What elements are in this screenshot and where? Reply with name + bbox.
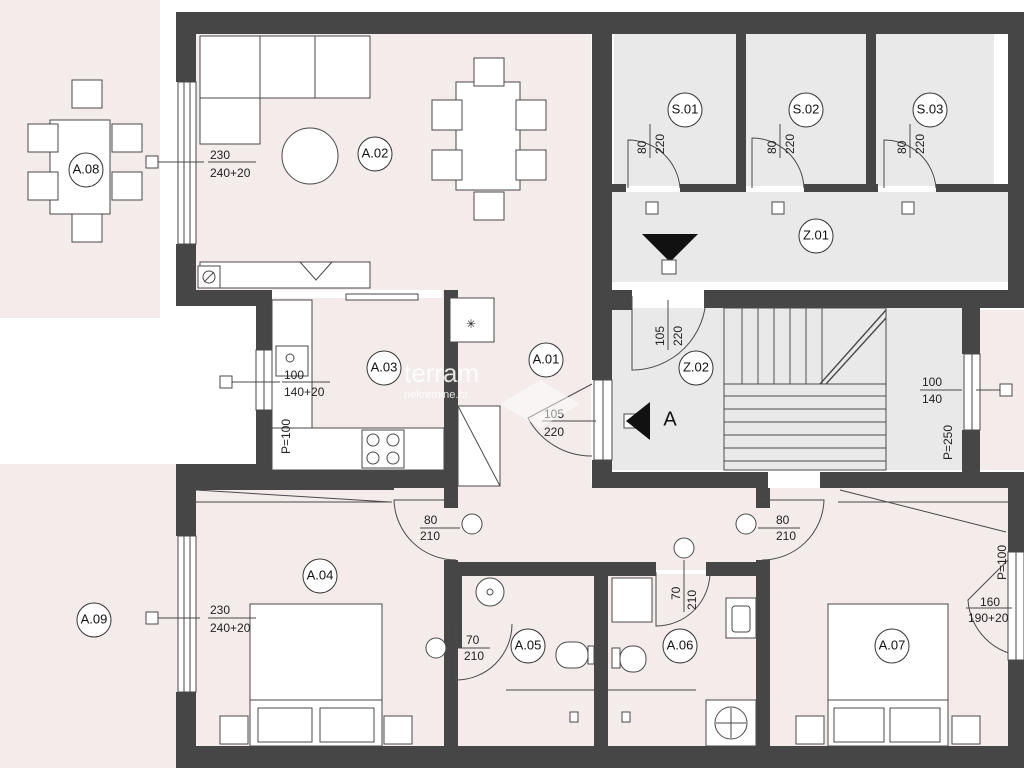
dimensions: 230 240+20 100 140+20 P=100 105 220 105 … xyxy=(208,124,1012,663)
dim-stair-sill: P=250 xyxy=(941,425,955,460)
svg-text:Z.02: Z.02 xyxy=(683,359,709,374)
watermark: terram nekretnine.hr xyxy=(404,358,580,428)
dim-s03-door-width: 80 xyxy=(895,140,909,154)
windows xyxy=(177,81,1024,693)
room-label-a05: A.05 xyxy=(510,628,546,664)
staircase xyxy=(723,307,887,471)
dim-a03-sill: P=100 xyxy=(279,419,293,454)
svg-text:A.07: A.07 xyxy=(879,637,906,652)
dim-a07-window-width: 160 xyxy=(980,595,1000,609)
dim-a04-door-height: 210 xyxy=(420,529,440,543)
svg-text:✳: ✳ xyxy=(466,317,476,331)
svg-text:A.01: A.01 xyxy=(533,351,560,366)
dim-a07-sill: P=100 xyxy=(995,545,1009,580)
room-label-a04: A.04 xyxy=(302,558,338,594)
furniture: ✳ xyxy=(27,35,1008,747)
dim-a03-window-width: 100 xyxy=(284,368,304,382)
hall-fill xyxy=(442,484,768,570)
dim-a06-door-height: 210 xyxy=(685,590,699,610)
room-label-a03: A.03 xyxy=(366,350,402,386)
room-label-a02: A.02 xyxy=(357,136,393,172)
dim-a02-window-height: 240+20 xyxy=(210,166,251,180)
svg-text:S.01: S.01 xyxy=(672,101,699,116)
dim-a05-door-width: 70 xyxy=(466,633,480,647)
dim-z02-door-height: 220 xyxy=(671,326,685,346)
dim-a07-door-height: 210 xyxy=(776,529,796,543)
stair-hall-z02-fill xyxy=(612,308,964,470)
dim-stair-window-width: 100 xyxy=(922,375,942,389)
entrance-arrow xyxy=(626,402,650,440)
svg-text:A.09: A.09 xyxy=(81,611,108,626)
entrance-label: A xyxy=(663,408,677,430)
svg-text:Z.01: Z.01 xyxy=(803,227,829,242)
room-label-a01: A.01 xyxy=(528,342,564,378)
svg-text:A.04: A.04 xyxy=(307,567,334,582)
room-label-a09: A.09 xyxy=(76,602,112,638)
dim-stair-window-height: 140 xyxy=(922,392,942,406)
svg-text:A.08: A.08 xyxy=(73,161,100,176)
entrance-marker: A xyxy=(623,234,698,440)
svg-text:A.06: A.06 xyxy=(667,637,694,652)
room-label-z01: Z.01 xyxy=(798,218,834,254)
dim-z02-door-width: 105 xyxy=(653,326,667,346)
room-label-z02: Z.02 xyxy=(678,350,714,386)
svg-text:S.03: S.03 xyxy=(917,101,944,116)
watermark-sub: nekretnine.hr xyxy=(404,389,469,401)
dim-s02-door-width: 80 xyxy=(765,140,779,154)
watermark-logo xyxy=(500,380,580,428)
dim-s03-door-height: 220 xyxy=(913,134,927,154)
dim-s02-door-height: 220 xyxy=(783,134,797,154)
dim-a04-window-width: 230 xyxy=(210,603,230,617)
room-label-a06: A.06 xyxy=(662,628,698,664)
dim-a02-window-width: 230 xyxy=(210,148,230,162)
dim-s01-door-width: 80 xyxy=(635,140,649,154)
room-label-s01: S.01 xyxy=(667,92,703,128)
svg-text:A.03: A.03 xyxy=(371,359,398,374)
dim-a04-window-height: 240+20 xyxy=(210,621,251,635)
room-label-a07: A.07 xyxy=(874,628,910,664)
dim-a07-window-height: 190+20 xyxy=(968,611,1009,625)
dim-a07-door-width: 80 xyxy=(776,513,790,527)
room-label-s02: S.02 xyxy=(788,92,824,128)
room-label-s03: S.03 xyxy=(912,92,948,128)
stair-direction-arrow xyxy=(642,234,698,262)
svg-text:A.05: A.05 xyxy=(515,637,542,652)
dim-a01-door-height: 220 xyxy=(544,425,564,439)
room-labels: A.08 A.02 A.03 A.01 S.01 S.02 S.03 Z.01 … xyxy=(68,92,948,664)
watermark-brand: terram xyxy=(404,358,479,388)
dim-a04-door-width: 80 xyxy=(424,513,438,527)
fixtures xyxy=(145,155,1013,659)
dim-s01-door-height: 220 xyxy=(653,134,667,154)
dim-a06-door-width: 70 xyxy=(669,586,683,600)
svg-text:S.02: S.02 xyxy=(793,101,820,116)
walls xyxy=(176,12,1024,768)
dim-a03-window-height: 140+20 xyxy=(284,385,325,399)
svg-text:A.02: A.02 xyxy=(362,145,389,160)
dim-a05-door-height: 210 xyxy=(464,649,484,663)
room-label-a08: A.08 xyxy=(68,152,104,188)
doors xyxy=(393,137,1013,681)
